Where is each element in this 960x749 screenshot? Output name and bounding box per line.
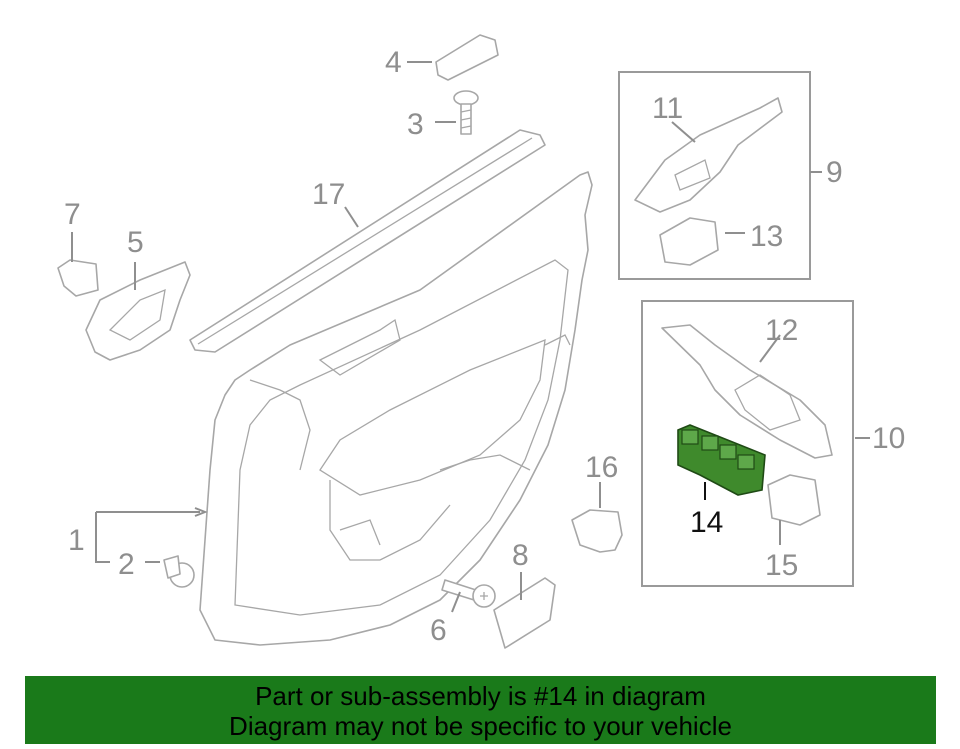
notice-banner: Part or sub-assembly is #14 in diagram D… — [25, 676, 936, 744]
callout-13: 13 — [750, 220, 783, 253]
callout-4: 4 — [385, 46, 402, 79]
bracket-16-part — [571, 509, 623, 553]
callout-12: 12 — [765, 314, 798, 347]
window-weatherstrip — [189, 129, 546, 353]
callout-16: 16 — [585, 451, 618, 484]
callout-8: 8 — [512, 539, 529, 572]
callout-7: 7 — [64, 198, 81, 231]
callout-1: 1 — [68, 524, 85, 557]
callout-11: 11 — [652, 92, 683, 125]
callout-2: 2 — [118, 548, 135, 581]
switch-bezel-11-part — [634, 97, 783, 213]
cap-part — [435, 34, 499, 81]
screw-part — [453, 90, 479, 135]
callout-5: 5 — [127, 226, 144, 259]
clip-part — [163, 555, 195, 588]
callout-9: 9 — [826, 156, 843, 189]
switch-15-part — [767, 474, 821, 526]
power-window-switch-14-part — [677, 424, 766, 496]
group-box-10 — [641, 300, 854, 587]
callout-6: 6 — [430, 614, 447, 647]
callout-labels: 1 2 3 4 5 6 7 8 9 10 11 12 13 14 15 16 1… — [64, 46, 905, 647]
callout-14: 14 — [690, 506, 723, 539]
banner-line-2: Diagram may not be specific to your vehi… — [229, 711, 732, 741]
banner-line-1: Part or sub-assembly is #14 in diagram — [255, 681, 706, 711]
callout-15: 15 — [765, 549, 798, 582]
door-trim-panel — [199, 171, 593, 646]
switch-13-part — [659, 217, 719, 266]
callout-3: 3 — [407, 108, 424, 141]
switch-bezel-12-part — [661, 324, 833, 459]
group-box-9 — [618, 71, 811, 280]
inside-handle-part — [85, 261, 191, 361]
screw-6-part — [441, 579, 496, 608]
callout-10: 10 — [872, 422, 905, 455]
leader-lines — [71, 61, 870, 613]
cover-part — [493, 577, 556, 649]
callout-17: 17 — [312, 178, 345, 211]
bracket-part — [57, 259, 99, 297]
